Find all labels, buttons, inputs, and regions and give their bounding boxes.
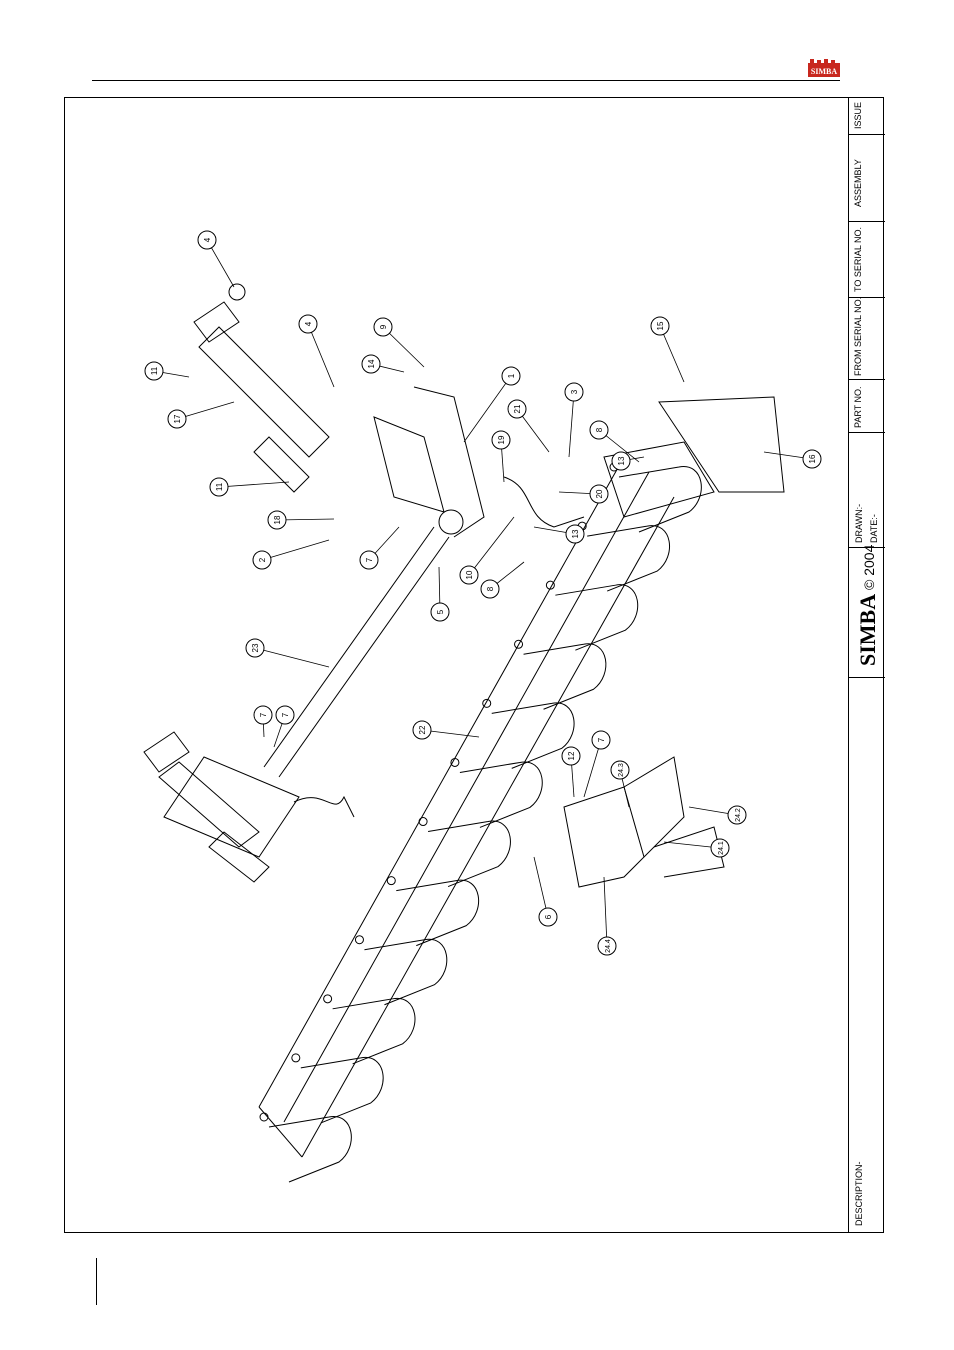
copyright-text: © 2004	[861, 545, 877, 590]
callout-number: 11	[215, 482, 224, 491]
date-label: DATE:-	[869, 514, 879, 543]
callout-number: 18	[273, 515, 282, 524]
callout-leader	[308, 324, 334, 387]
to-serial-label: TO SERIAL NO.	[853, 227, 863, 292]
bolt-head	[260, 1113, 268, 1121]
simba-logo: SIMBA	[808, 59, 840, 77]
header-rule	[92, 80, 840, 81]
drawn-date-cell: DRAWN:- DATE:-	[849, 432, 885, 547]
callout-leader	[262, 540, 329, 560]
callout-number: 24.1	[718, 841, 725, 855]
callout-number: 17	[173, 414, 182, 423]
from-serial-cell: FROM SERIAL NO.	[849, 297, 885, 379]
company-wordmark: SIMBA	[855, 594, 881, 666]
callout-number: 8	[486, 586, 495, 591]
callout-leader	[255, 648, 329, 667]
part-no-label: PART NO.	[853, 386, 863, 428]
assembly-label: ASSEMBLY	[853, 159, 863, 207]
callout-number: 21	[513, 404, 522, 413]
callout-number: 2	[258, 557, 267, 562]
tine-brackets	[260, 463, 701, 1182]
callout-leader	[604, 877, 607, 946]
shear-plate	[604, 397, 784, 517]
description-cell: DESCRIPTION-	[849, 677, 885, 1233]
callout-number: 6	[544, 914, 553, 919]
callout-number: 12	[567, 751, 576, 760]
callout-number: 16	[808, 454, 817, 463]
callout-number: 20	[595, 489, 604, 498]
callout-number: 3	[570, 389, 579, 394]
callout-number: 24.2	[735, 808, 742, 822]
tine-bracket	[269, 1117, 351, 1182]
svg-text:SIMBA: SIMBA	[811, 67, 837, 76]
tine-bracket	[301, 1057, 383, 1122]
bolt-head	[324, 995, 332, 1003]
tine-bracket	[364, 939, 446, 1004]
callout-number: 11	[150, 366, 159, 375]
callout-number: 23	[251, 643, 260, 652]
tine-bracket	[333, 998, 415, 1063]
point-assembly-24	[564, 757, 724, 887]
callout-number: 15	[656, 321, 665, 330]
description-label: DESCRIPTION-	[854, 1161, 864, 1226]
main-tine-bar	[259, 457, 674, 1157]
tine-bracket	[428, 821, 510, 886]
callout-number: 13	[617, 456, 626, 465]
tine-bracket	[492, 703, 574, 768]
callout-number: 19	[497, 435, 506, 444]
callout-number: 5	[436, 609, 445, 614]
callout-number: 9	[379, 324, 388, 329]
callout-leader	[469, 517, 514, 575]
callout-number: 24.3	[618, 763, 625, 777]
bolt-head	[419, 818, 427, 826]
callout-number: 22	[418, 725, 427, 734]
bolt-head	[292, 1054, 300, 1062]
issue-label: ISSUE	[853, 102, 863, 129]
from-serial-label: FROM SERIAL NO.	[853, 297, 863, 376]
callout-number: 4	[304, 321, 313, 326]
tine-bracket	[396, 880, 478, 945]
callout-number: 7	[281, 712, 290, 717]
callout-number: 10	[465, 570, 474, 579]
callout-leader	[569, 392, 574, 457]
part-no-cell: PART NO.	[849, 379, 885, 432]
tine-bracket	[524, 644, 606, 709]
bolt-head	[387, 877, 395, 885]
tine-bracket	[460, 762, 542, 827]
callout-number: 14	[367, 359, 376, 368]
hydraulic-cylinder-bottom	[144, 732, 269, 882]
assembly-cell: ASSEMBLY	[849, 134, 885, 221]
company-cell: SIMBA © 2004	[849, 547, 885, 677]
bolt-head	[355, 936, 363, 944]
title-block: ISSUE ASSEMBLY TO SERIAL NO. FROM SERIAL…	[848, 97, 884, 1233]
margin-rule	[96, 1258, 97, 1305]
to-serial-cell: TO SERIAL NO.	[849, 221, 885, 297]
callout-leader	[219, 482, 289, 487]
callout-number: 8	[595, 427, 604, 432]
callout-number: 7	[597, 737, 606, 742]
drawn-label: DRAWN:-	[854, 504, 864, 543]
issue-cell: ISSUE	[849, 97, 885, 134]
callout-number: 1	[507, 373, 516, 378]
callout-number: 7	[365, 557, 374, 562]
main-beam	[164, 387, 584, 857]
callout-number: 24.4	[605, 939, 612, 953]
callout-number: 13	[571, 529, 580, 538]
callout-number: 4	[203, 237, 212, 242]
callout-number: 7	[259, 712, 268, 717]
tine-bracket	[587, 526, 669, 591]
